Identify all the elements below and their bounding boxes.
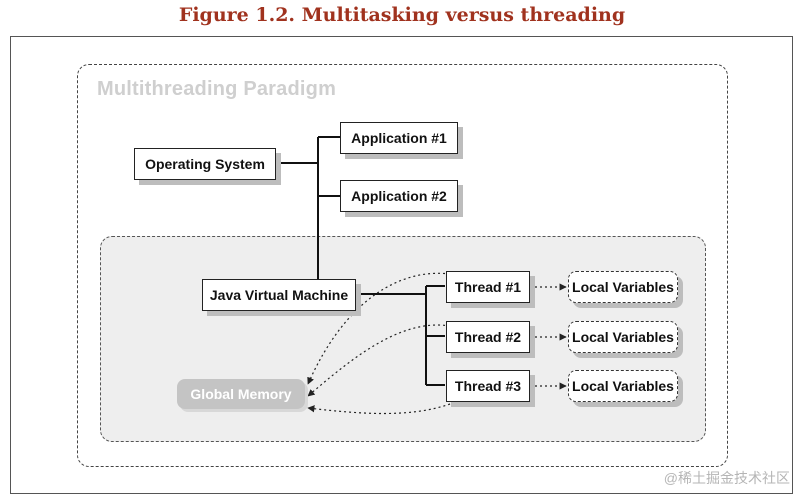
thread-1-box: Thread #1 bbox=[446, 271, 530, 303]
local-variables-3-box: Local Variables bbox=[568, 370, 678, 402]
multithreading-paradigm-region bbox=[77, 64, 728, 467]
figure-caption: Figure 1.2. Multitasking versus threadin… bbox=[178, 4, 626, 26]
thread-3-label: Thread #3 bbox=[454, 378, 522, 394]
local-variables-2-label: Local Variables bbox=[572, 329, 674, 345]
thread-2-box: Thread #2 bbox=[446, 321, 530, 353]
thread3-memory-arrow bbox=[307, 403, 451, 415]
application-2-box: Application #2 bbox=[340, 180, 458, 212]
thread-3-box: Thread #3 bbox=[446, 370, 530, 402]
diagram-title: Multithreading Paradigm bbox=[97, 78, 337, 100]
local-variables-1-label: Local Variables bbox=[572, 279, 674, 295]
application-2-label: Application #2 bbox=[351, 188, 447, 204]
jvm-label: Java Virtual Machine bbox=[209, 287, 349, 303]
thread1-memory-arrow bbox=[307, 272, 451, 385]
global-memory-label: Global Memory bbox=[190, 386, 292, 402]
operating-system-box: Operating System bbox=[134, 148, 276, 180]
application-1-label: Application #1 bbox=[351, 130, 447, 146]
operating-system-label: Operating System bbox=[145, 156, 265, 172]
jvm-box: Java Virtual Machine bbox=[202, 279, 356, 311]
local-variables-1-box: Local Variables bbox=[568, 271, 678, 303]
thread-2-label: Thread #2 bbox=[454, 329, 522, 345]
global-memory-box: Global Memory bbox=[177, 379, 305, 409]
local-variables-3-label: Local Variables bbox=[572, 378, 674, 394]
thread-1-label: Thread #1 bbox=[454, 279, 522, 295]
watermark: @稀土掘金技术社区 bbox=[663, 470, 790, 486]
application-1-box: Application #1 bbox=[340, 122, 458, 154]
local-variables-2-box: Local Variables bbox=[568, 321, 678, 353]
